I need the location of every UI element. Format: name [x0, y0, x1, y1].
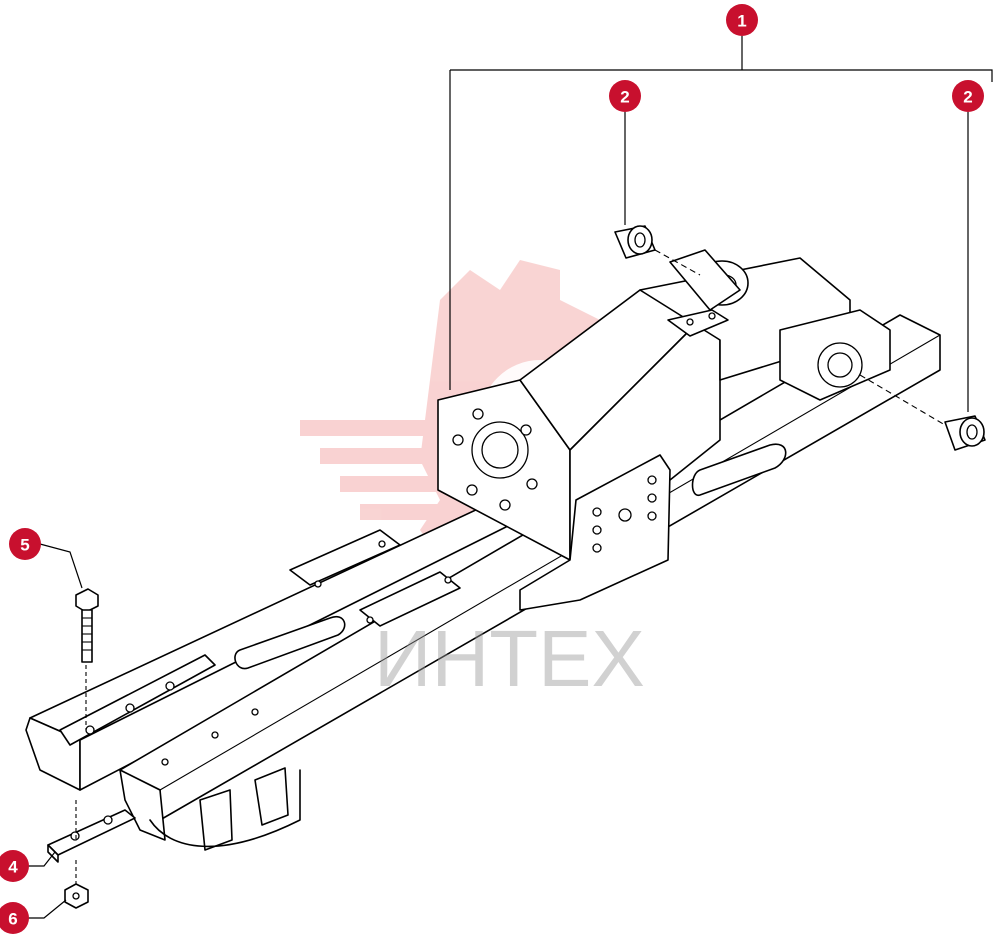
assembly-lines [75, 249, 946, 884]
callout-2-right: 2 [952, 80, 984, 112]
callout-4: 4 [0, 850, 29, 882]
callout-2-right-label: 2 [963, 88, 972, 107]
callout-6: 6 [0, 902, 29, 934]
bushing-right [944, 415, 986, 451]
leader-lines [28, 36, 993, 919]
callout-5-label: 5 [20, 536, 29, 555]
bushing-top [614, 225, 656, 259]
callout-5: 5 [9, 528, 41, 560]
watermark-text: ИНТЕХ [374, 614, 645, 703]
callout-2-top-label: 2 [620, 88, 629, 107]
callout-6-label: 6 [8, 910, 17, 929]
main-frame [25, 249, 941, 851]
callout-1-label: 1 [737, 12, 746, 31]
clamp-plate [47, 809, 136, 863]
callout-2-top: 2 [609, 80, 641, 112]
callout-1: 1 [726, 4, 758, 36]
callout-4-label: 4 [8, 858, 18, 877]
nut [64, 883, 89, 909]
bolt [75, 588, 99, 663]
